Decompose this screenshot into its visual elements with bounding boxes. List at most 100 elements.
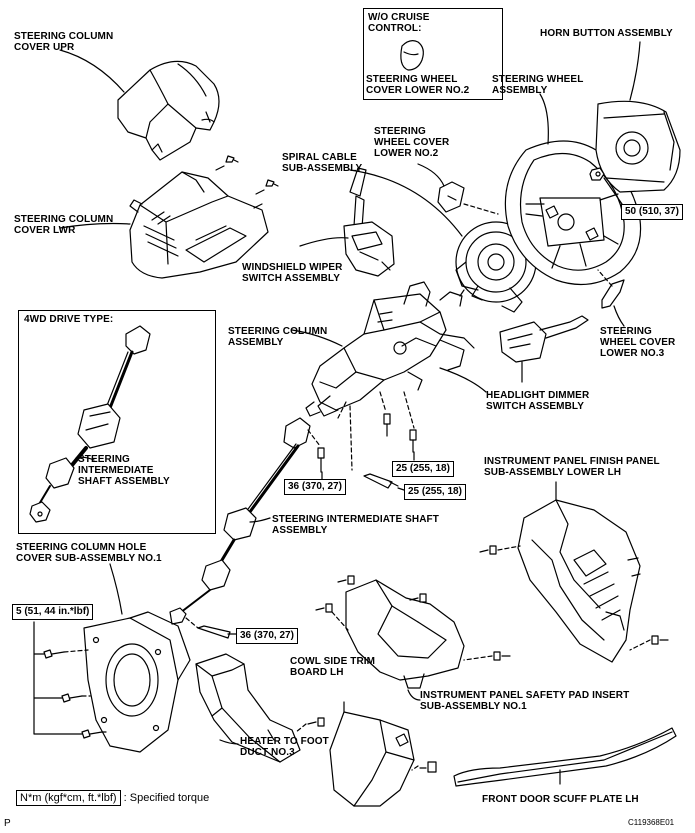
label-steering-wheel: STEERING WHEEL ASSEMBLY <box>492 74 584 96</box>
label-cowl-side-trim: COWL SIDE TRIM BOARD LH <box>290 656 376 678</box>
safety-pad-screw-1 <box>337 575 355 585</box>
dash-bolt-upper <box>403 391 415 429</box>
steering-column-hole-cover-part <box>83 611 191 753</box>
dash-bolt-side <box>349 405 353 471</box>
leader-column-cover-lwr <box>59 222 131 229</box>
label-headlight-dimmer: HEADLIGHT DIMMER SWITCH ASSEMBLY <box>486 390 590 412</box>
safety-pad-screw-3 <box>315 603 333 613</box>
dash-safety-screws <box>331 611 493 661</box>
finish-panel-screw-2 <box>651 635 669 645</box>
leader-torque-lower <box>397 487 405 491</box>
label-front-door-scuff-plate: FRONT DOOR SCUFF PLATE LH <box>482 794 639 805</box>
steering-wheel-cover-lower-no3-part <box>601 279 625 309</box>
label-wo-cruise-part: STEERING WHEEL COVER LOWER NO.2 <box>366 74 470 96</box>
label-steering-column-hole-cover: STEERING COLUMN HOLE COVER SUB-ASSEMBLY … <box>16 542 162 564</box>
duct-screw <box>307 717 325 727</box>
horn-button-part <box>595 100 681 193</box>
heater-to-foot-duct-part <box>195 653 301 763</box>
dash-int-lower <box>185 617 199 629</box>
torque-column-lower-bolt: 25 (255, 18) <box>404 484 466 500</box>
leader-column-cover-upr <box>59 49 125 93</box>
label-wo-cruise-title: W/O CRUISE CONTROL: <box>368 12 430 34</box>
dash-hole-cover-screws <box>63 649 109 733</box>
front-door-scuff-plate-part <box>453 727 677 787</box>
leader-headlight-col <box>439 367 487 393</box>
label-steering-column-assembly: STEERING COLUMN ASSEMBLY <box>228 326 328 348</box>
page-marker: P <box>4 818 11 829</box>
label-steering-column-cover-upr: STEERING COLUMN COVER UPR <box>14 31 114 53</box>
figure-code: C119368E01 <box>628 818 675 827</box>
label-4wd-title: 4WD DRIVE TYPE: <box>24 314 114 325</box>
column-bolt-upper <box>409 429 417 453</box>
label-steering-intermediate-shaft: STEERING INTERMEDIATE SHAFT ASSEMBLY <box>272 514 439 536</box>
dash-finish-screws <box>497 545 651 651</box>
steering-column-assembly-part <box>305 281 475 417</box>
intermediate-bolt-lower <box>197 625 231 639</box>
leader-wiper <box>299 237 349 247</box>
hole-cover-screw-1 <box>43 649 65 659</box>
screw-cover-1 <box>215 155 239 171</box>
fourwd-box <box>18 310 216 534</box>
steering-wheel-nut-part <box>589 167 605 181</box>
leader-hole-cover <box>109 563 123 615</box>
leader-heater-duct <box>219 739 239 745</box>
instrument-panel-safety-pad-part <box>345 579 465 689</box>
instrument-panel-finish-panel-part <box>517 499 641 663</box>
dash-cowl-clip <box>411 765 419 771</box>
leader-4wd-shaft <box>75 456 95 461</box>
label-instrument-panel-safety-pad: INSTRUMENT PANEL SAFETY PAD INSERT SUB-A… <box>420 690 630 712</box>
wo-cruise-cover-part <box>400 40 424 71</box>
dash-cover-no2 <box>463 203 499 215</box>
dash-duct-screw <box>295 723 307 733</box>
leader-hole-cover-bracket <box>33 621 83 735</box>
hole-cover-screw-3 <box>81 729 103 739</box>
legend-unit-box: N*m (kgf*cm, ft.*lbf) <box>16 790 121 806</box>
label-wheel-cover-lower-no2: STEERING WHEEL COVER LOWER NO.2 <box>374 126 450 159</box>
intermediate-bolt-upper <box>317 447 325 473</box>
leader-safety-pad <box>407 689 421 701</box>
leader-steering-column <box>291 329 343 347</box>
fourwd-shaft-part <box>29 325 151 523</box>
label-wheel-cover-lower-no3: STEERING WHEEL COVER LOWER NO.3 <box>600 326 676 359</box>
dash-bolt-lower <box>379 391 387 413</box>
label-windshield-wiper: WINDSHIELD WIPER SWITCH ASSEMBLY <box>242 262 343 284</box>
torque-legend: N*m (kgf*cm, ft.*lbf) : Specified torque <box>16 790 209 806</box>
label-spiral-cable: SPIRAL CABLE SUB-ASSEMBLY <box>282 152 363 174</box>
safety-pad-screw-2 <box>409 593 427 603</box>
hole-cover-screw-2 <box>61 693 83 703</box>
column-bolt-lower <box>383 413 391 437</box>
torque-steering-wheel-nut: 50 (510, 37) <box>621 204 683 220</box>
leader-int-shaft <box>249 517 271 523</box>
label-4wd-intermediate-shaft: STEERING INTERMEDIATE SHAFT ASSEMBLY <box>78 454 170 487</box>
leader-spiral-cable <box>349 169 463 237</box>
leader-steering-wheel <box>539 93 549 145</box>
windshield-wiper-switch-part <box>343 167 395 277</box>
column-bolt-side <box>363 473 399 489</box>
finish-panel-screw-1 <box>479 545 497 555</box>
safety-pad-screw-4 <box>493 651 511 661</box>
torque-intermediate-upper-bolt: 36 (370, 27) <box>284 479 346 495</box>
label-steering-column-cover-lwr: STEERING COLUMN COVER LWR <box>14 214 114 236</box>
label-instrument-panel-finish: INSTRUMENT PANEL FINISH PANEL SUB-ASSEMB… <box>484 456 660 478</box>
leader-cover-lower-no3 <box>613 305 625 327</box>
screw-cover-2 <box>255 179 279 195</box>
steering-wheel-cover-lower-no2-part <box>437 181 465 213</box>
torque-hole-cover-bolts: 5 (51, 44 in.*lbf) <box>12 604 94 620</box>
label-heater-to-foot-duct: HEATER TO FOOT DUCT NO.3 <box>240 736 329 758</box>
headlight-dimmer-switch-part <box>499 315 589 363</box>
cowl-side-trim-part <box>329 711 415 807</box>
steering-column-cover-upr-part <box>117 60 220 161</box>
dash-cover-no3 <box>597 269 613 287</box>
dash-column-shaft <box>337 401 347 419</box>
cowl-clip <box>419 761 437 773</box>
label-horn-button: HORN BUTTON ASSEMBLY <box>540 28 673 39</box>
legend-description: : Specified torque <box>123 792 210 804</box>
leader-cover-lower-no2 <box>417 163 445 187</box>
leader-horn-button <box>629 41 641 101</box>
torque-column-upper-bolt: 25 (255, 18) <box>392 461 454 477</box>
torque-intermediate-lower-bolt: 36 (370, 27) <box>236 628 298 644</box>
dash-int-upper <box>307 429 321 447</box>
wo-cruise-box <box>363 8 503 100</box>
intermediate-shaft-part <box>169 417 311 625</box>
